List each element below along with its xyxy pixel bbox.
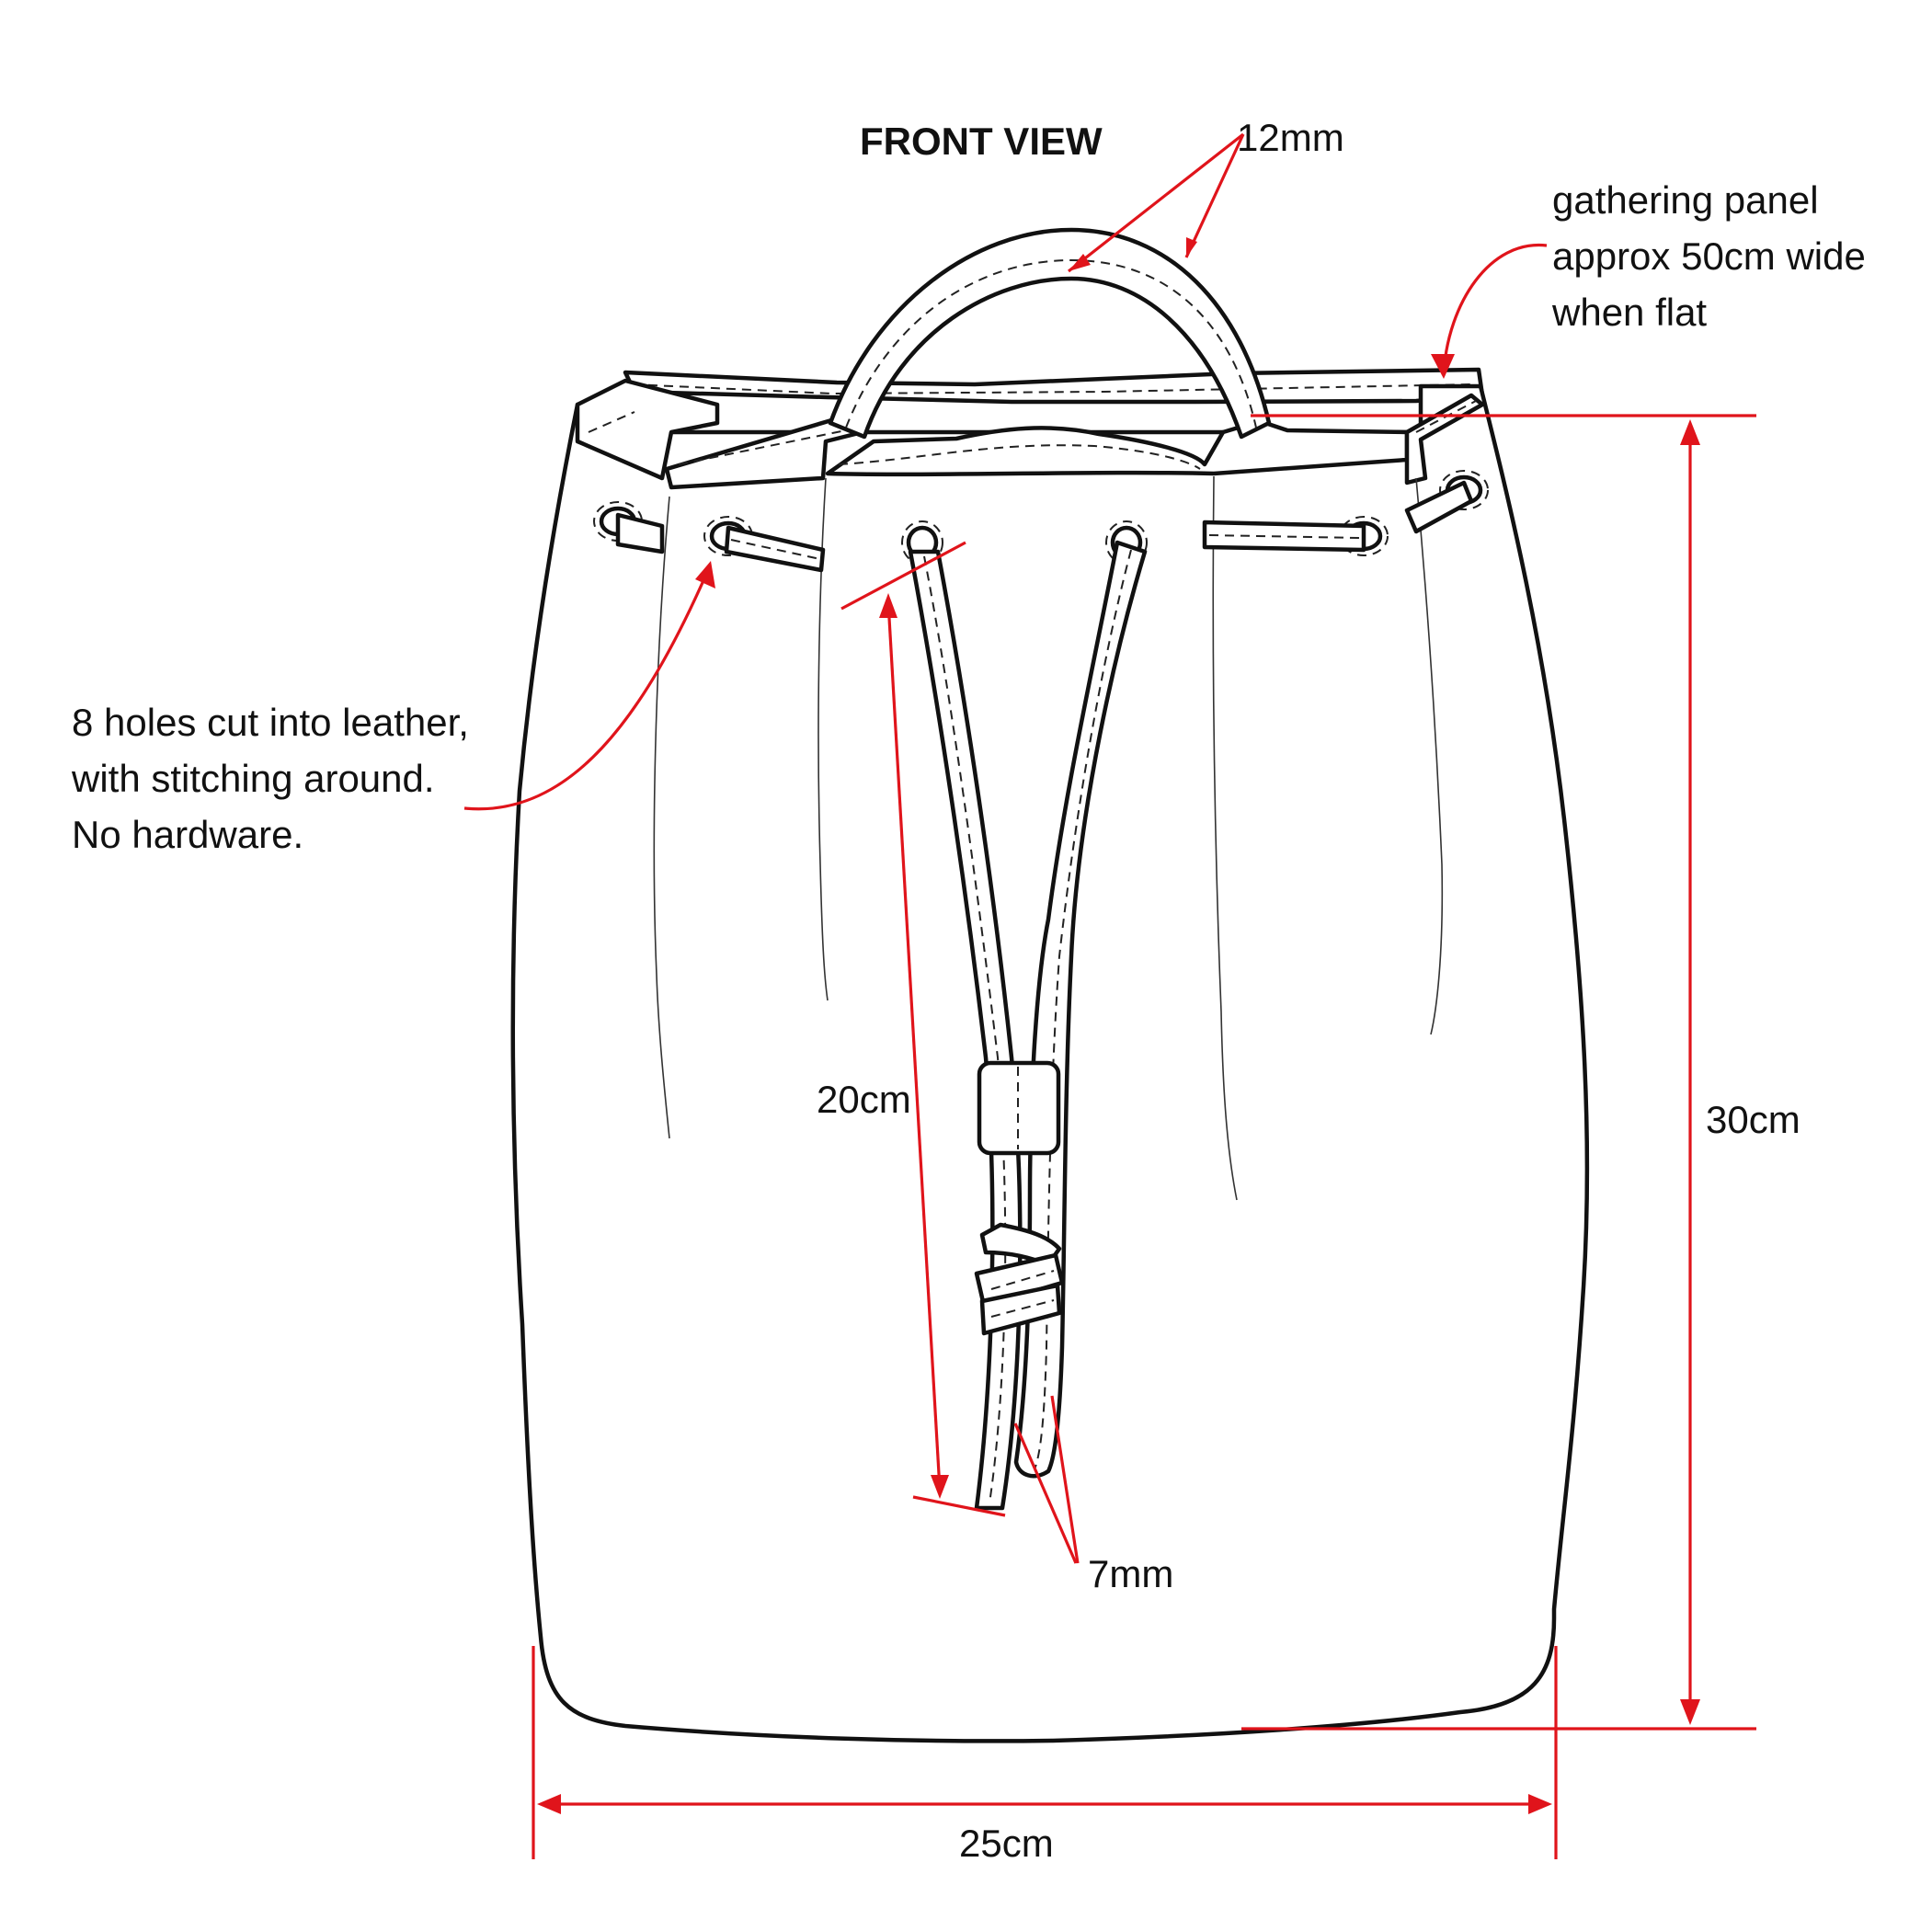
handle-width-leader <box>1068 132 1244 273</box>
handle-width-label: 12mm <box>1237 116 1344 159</box>
cord-width-label: 7mm <box>1088 1552 1173 1595</box>
holes-leader <box>463 569 710 811</box>
holes-note-label: 8 holes cut into leather, with stitching… <box>71 701 480 856</box>
dimension-lines <box>463 132 1756 1859</box>
gathering-panel-line-1: gathering panel <box>1552 178 1819 222</box>
cord-width-leader <box>1013 1423 1078 1564</box>
drawstring <box>908 540 1148 1511</box>
gathering-panel-line-2: approx 50cm wide <box>1552 234 1866 278</box>
holes-note-line-3: No hardware. <box>72 813 303 856</box>
handle <box>828 227 1272 440</box>
height-label: 30cm <box>1706 1098 1801 1141</box>
cord-length-dimension <box>840 541 966 611</box>
holes-note-line-2: with stitching around. <box>71 757 435 800</box>
gathering-panel-line-3: when flat <box>1551 291 1707 334</box>
gathering-panel-leader <box>1442 244 1548 373</box>
cord-stopper <box>977 1060 1061 1156</box>
gathering-panel-label: gathering panel approx 50cm wide when fl… <box>1551 178 1877 334</box>
view-title: FRONT VIEW <box>860 120 1103 163</box>
width-label: 25cm <box>959 1822 1054 1865</box>
cord-length-label: 20cm <box>817 1078 911 1121</box>
holes-note-line-1: 8 holes cut into leather, <box>72 701 469 744</box>
drawstring-loops <box>615 480 1474 573</box>
